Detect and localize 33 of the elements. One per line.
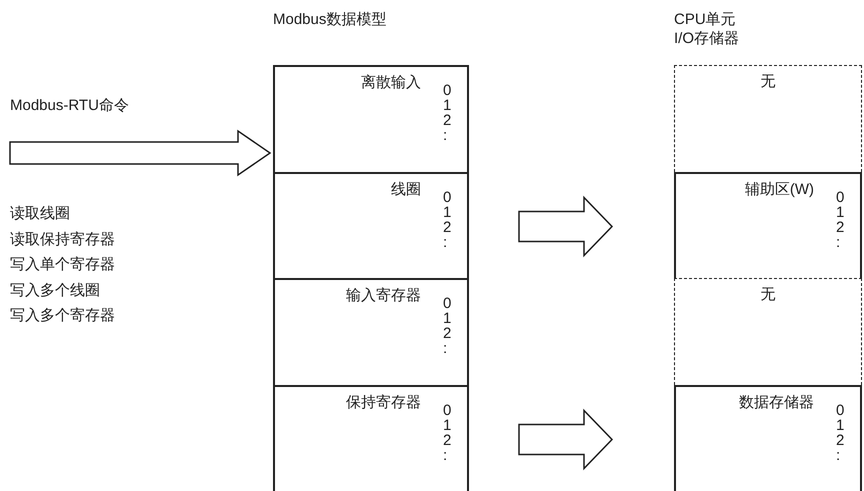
address-numbers: 0 1 2 : xyxy=(443,190,452,250)
empty-memory-area xyxy=(674,65,862,172)
area-name: 输入寄存器 xyxy=(346,286,421,305)
command-text: 写入单个寄存器 xyxy=(10,255,115,274)
address-numbers: 0 1 2 : xyxy=(443,296,452,356)
command-text: 写入多个寄存器 xyxy=(10,306,115,325)
address-numbers: 0 1 2 : xyxy=(443,83,452,143)
area-name: 线圈 xyxy=(391,180,421,199)
block-arrow xyxy=(518,196,614,258)
command-text: 读取保持寄存器 xyxy=(10,230,115,248)
edge-label: Modbus-RTU命令 xyxy=(10,96,129,115)
column-heading: Modbus数据模型 xyxy=(273,10,388,29)
block-arrow xyxy=(518,408,614,470)
memory-area xyxy=(273,278,469,385)
area-name: 数据存储器 xyxy=(739,393,814,412)
address-numbers: 0 1 2 : xyxy=(836,190,845,250)
empty-memory-area xyxy=(674,278,862,385)
area-name: 无 xyxy=(760,72,776,91)
address-numbers: 0 1 2 : xyxy=(443,403,452,463)
area-name: 保持寄存器 xyxy=(346,393,421,412)
memory-area xyxy=(273,172,469,279)
command-text: 写入多个线圈 xyxy=(10,280,100,300)
memory-area xyxy=(674,385,862,491)
area-name: 离散输入 xyxy=(361,73,421,92)
memory-area xyxy=(273,385,469,491)
block-arrow xyxy=(9,130,272,176)
memory-area xyxy=(674,172,862,279)
memory-area xyxy=(273,65,469,172)
area-name: 无 xyxy=(760,285,776,304)
address-numbers: 0 1 2 : xyxy=(836,403,845,463)
area-name: 辅助区(W) xyxy=(744,180,814,199)
command-text: 读取线圈 xyxy=(10,204,70,223)
column-heading: CPU单元 I/O存储器 xyxy=(674,10,740,48)
